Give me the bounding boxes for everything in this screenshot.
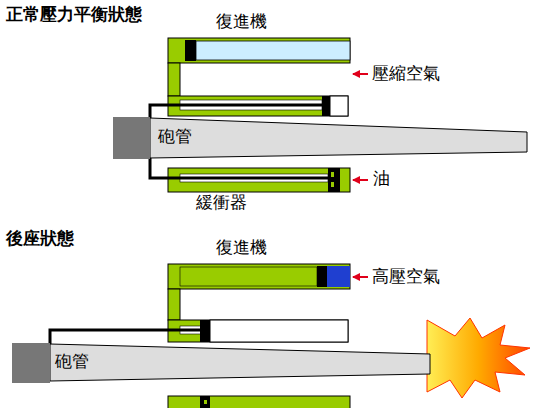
gun-barrel: 砲管: [150, 118, 527, 158]
callout-label: 高壓空氣: [372, 267, 440, 287]
section-heading: 後座狀態: [6, 229, 74, 249]
callout-label: 油: [373, 169, 390, 189]
buffer-bottom: [168, 396, 350, 408]
recuperator-label: 復進機: [216, 238, 267, 258]
breech-block: [12, 343, 50, 383]
leader-arrow: [353, 179, 368, 181]
muzzle-flash: [427, 318, 530, 398]
buffer-label: 緩衝器: [196, 193, 247, 213]
gun-barrel: [50, 344, 430, 381]
gun-barrel-label: 砲管: [158, 127, 192, 147]
breech-block: [113, 117, 150, 159]
recuperator: 復進機: [168, 264, 350, 289]
gun-barrel: 砲管: [50, 345, 430, 380]
recuperator-label: 復進機: [216, 12, 267, 32]
leader-arrow: [353, 276, 368, 278]
recoil-rod: [50, 330, 200, 345]
callout-label: 壓縮空氣: [372, 64, 440, 84]
gun-barrel: [150, 118, 527, 158]
buffer-top: [168, 168, 350, 192]
section-heading: 正常壓力平衡狀態: [6, 5, 142, 25]
buffer: 緩衝器: [168, 168, 350, 192]
leader-arrow: [353, 73, 368, 75]
recuperator: 復進機: [168, 38, 350, 63]
gun-barrel-label: 砲管: [55, 352, 89, 372]
